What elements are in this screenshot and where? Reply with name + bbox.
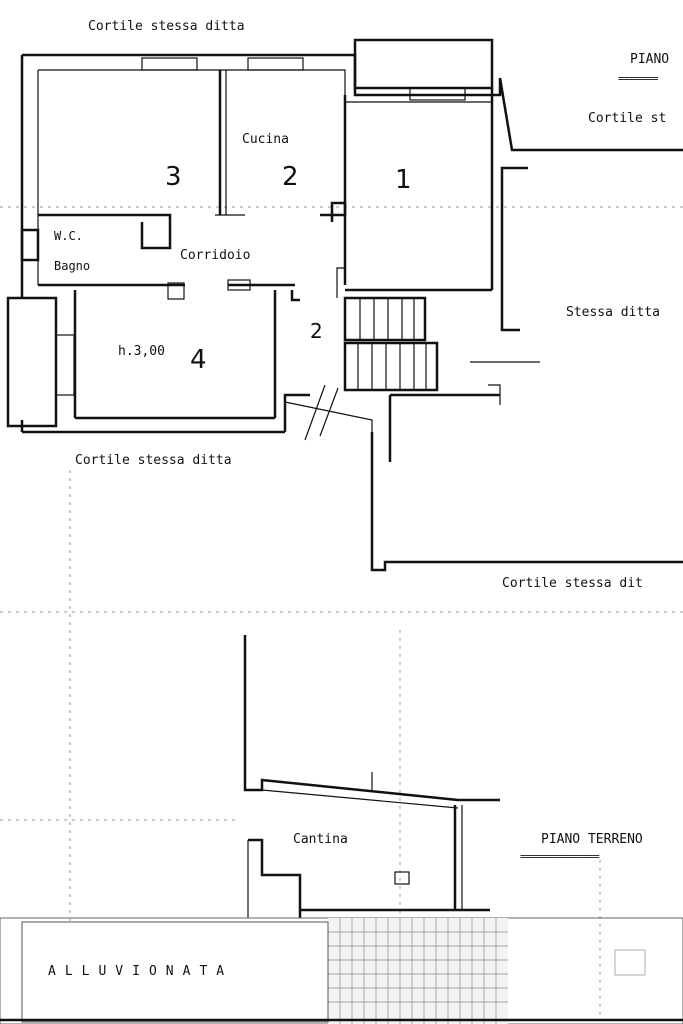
label-alluvionata: ALLUVIONATA [48, 964, 233, 979]
construction-lines [0, 206, 683, 1020]
pillar [394, 871, 410, 885]
window [247, 57, 304, 71]
label-cortile-right-top: Cortile st [588, 111, 666, 126]
upper-floor [6, 38, 683, 572]
room-number-3: 3 [165, 162, 182, 192]
label-cantina: Cantina [293, 832, 348, 847]
label-wc: W.C. [54, 229, 83, 243]
label-cortile-top: Cortile stessa ditta [88, 19, 245, 34]
label-piano-top: PIANO [630, 52, 669, 67]
label-cucina: Cucina [242, 132, 289, 147]
room-number-1: 1 [395, 165, 412, 195]
label-corridoio: Corridoio [180, 248, 250, 263]
label-stessa-ditta: Stessa ditta [566, 305, 660, 320]
room-number-2: 2 [282, 162, 299, 192]
label-piano-terreno: PIANO TERRENO [541, 832, 643, 847]
staircase [336, 267, 439, 392]
stair-number: 2 [310, 319, 323, 343]
label-height: h.3,00 [118, 344, 165, 359]
label-cortile-bottom-left: Cortile stessa ditta [75, 453, 232, 468]
label-cortile-bottom-right: Cortile stessa dit [502, 576, 643, 591]
window [141, 57, 198, 71]
room-number-4: 4 [190, 345, 207, 375]
flooded-area [0, 917, 683, 1024]
label-bagno: Bagno [54, 259, 90, 273]
ground-floor [243, 635, 500, 918]
label-piano-top-rule: ======= [618, 72, 659, 85]
balcony-left [6, 296, 58, 428]
label-piano-terreno-rule: ============== [520, 850, 600, 863]
balcony-top [353, 38, 494, 90]
